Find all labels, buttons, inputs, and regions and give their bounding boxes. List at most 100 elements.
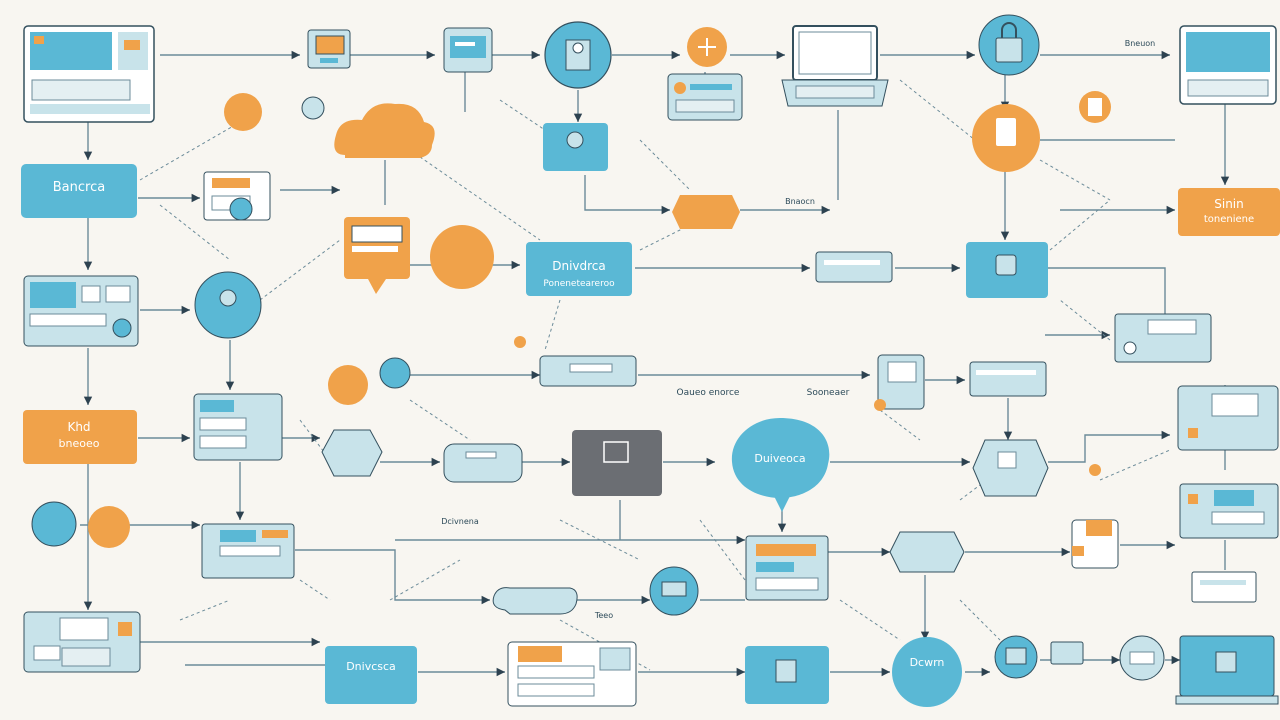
security-box-blue[interactable]	[966, 242, 1048, 298]
connector	[1048, 267, 1166, 320]
connector	[1048, 430, 1170, 463]
status-dot	[874, 399, 886, 411]
process-box-orange[interactable]	[23, 410, 137, 464]
monitor-icon[interactable]	[23, 25, 155, 123]
connector	[295, 549, 490, 605]
connector	[259, 239, 341, 301]
connector	[879, 409, 921, 441]
laptop-icon[interactable]	[23, 611, 141, 673]
connector	[179, 599, 231, 621]
user-icon[interactable]	[31, 501, 77, 547]
process-box-center[interactable]	[526, 242, 632, 296]
process-box-blue[interactable]	[21, 164, 137, 218]
connector	[299, 579, 331, 601]
user-icon[interactable]	[544, 21, 612, 89]
connector	[699, 519, 761, 601]
browser-icon[interactable]	[443, 27, 493, 73]
chat-icon[interactable]	[1119, 635, 1165, 681]
connector	[1099, 449, 1171, 481]
dashboard-panel[interactable]	[667, 73, 743, 121]
caption: Teeo	[594, 611, 613, 620]
node-label: Poneneteareroo	[543, 279, 615, 289]
dashboard-panel[interactable]	[507, 641, 637, 707]
connector	[499, 99, 546, 131]
decision-node[interactable]	[321, 429, 383, 477]
status-dot	[1089, 464, 1101, 476]
connectors	[80, 50, 1230, 677]
node-label: Bancrca	[53, 180, 105, 195]
user-icon[interactable]	[194, 271, 262, 339]
node-label: toneniene	[1204, 214, 1254, 225]
connector	[559, 519, 641, 561]
connector	[139, 124, 236, 181]
monitor-icon[interactable]	[1175, 635, 1279, 705]
connector	[389, 559, 461, 601]
decision-node[interactable]	[972, 439, 1049, 497]
notification-icon[interactable]	[430, 225, 494, 289]
user-icon[interactable]	[994, 635, 1038, 679]
control-panel[interactable]	[1114, 313, 1212, 363]
monitor-icon[interactable]	[1179, 25, 1277, 105]
connector	[299, 419, 331, 461]
connector	[639, 139, 691, 191]
badge-icon	[224, 93, 262, 131]
chat-icon[interactable]	[649, 566, 699, 616]
laptop-icon[interactable]	[781, 25, 889, 107]
caption: Sooneaer	[807, 388, 850, 398]
input-bar[interactable]	[1191, 571, 1257, 603]
user-icon	[229, 197, 253, 221]
input-bar[interactable]	[539, 355, 637, 387]
tools-icon[interactable]	[687, 27, 727, 67]
connector	[544, 299, 561, 351]
monitor-icon[interactable]	[1177, 385, 1279, 451]
caption: Bnaocn	[785, 197, 815, 206]
document-icon	[1079, 91, 1111, 123]
connector	[1059, 299, 1111, 341]
connector	[409, 399, 471, 441]
caption: Oaueo enorce	[677, 388, 740, 398]
chat-bubble-blue[interactable]	[892, 637, 962, 707]
chat-icon[interactable]	[379, 357, 411, 389]
connector	[839, 599, 901, 641]
database-box-grey[interactable]	[572, 430, 662, 496]
settings-panel[interactable]	[23, 275, 139, 347]
process-box-blue[interactable]	[325, 646, 417, 704]
gear-icon[interactable]	[88, 506, 130, 548]
speech-bubble-blue[interactable]	[731, 418, 830, 512]
caption: Dcivnena	[441, 517, 479, 526]
node-label: bneoeo	[59, 437, 100, 450]
cloud-icon[interactable]	[334, 103, 435, 158]
form-panel[interactable]	[745, 535, 829, 601]
connector	[584, 175, 670, 215]
user-icon[interactable]	[1071, 519, 1119, 569]
process-box-orange[interactable]	[1178, 188, 1280, 236]
decision-node[interactable]	[889, 531, 965, 573]
account-box-blue[interactable]	[543, 123, 608, 171]
node-label: Dcwrn	[910, 656, 945, 669]
input-bar[interactable]	[443, 443, 523, 483]
lock-icon[interactable]	[972, 104, 1040, 172]
file-box-blue[interactable]	[745, 646, 829, 704]
mobile-icon[interactable]	[877, 354, 925, 410]
input-bar[interactable]	[1050, 641, 1084, 665]
lock-icon[interactable]	[978, 14, 1040, 76]
form-panel[interactable]	[201, 523, 295, 579]
node-label: Dnivdrca	[552, 259, 606, 273]
connector	[899, 79, 976, 141]
control-panel[interactable]	[1179, 483, 1279, 539]
node-label: Sinin	[1214, 197, 1244, 211]
caption: Bneuon	[1125, 39, 1156, 48]
chat-box-orange[interactable]	[344, 217, 410, 294]
window-icon[interactable]	[307, 29, 351, 69]
connector	[409, 149, 541, 241]
form-panel[interactable]	[193, 393, 283, 461]
status-dot	[514, 336, 526, 348]
node-label: Duiveoca	[754, 452, 805, 465]
input-bar[interactable]	[969, 361, 1047, 397]
cloud-icon[interactable]	[492, 587, 578, 615]
user-icon[interactable]	[328, 365, 368, 405]
connector	[959, 599, 1001, 641]
decision-node-orange[interactable]	[672, 195, 740, 229]
input-bar[interactable]	[815, 251, 893, 283]
